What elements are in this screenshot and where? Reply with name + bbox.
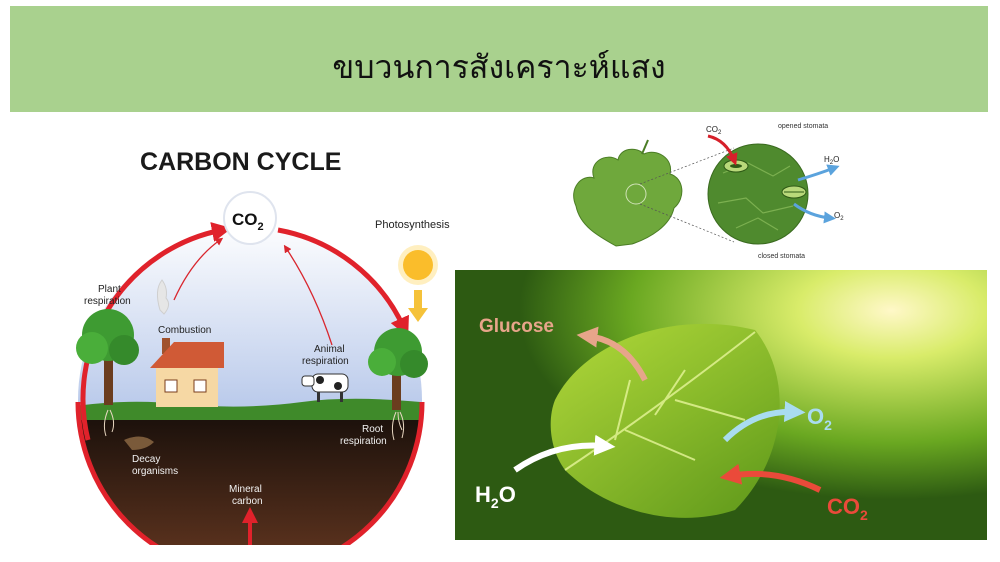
carbon-cycle-diagram: CARBON CYCLE CO2 Photosynthesis [62, 140, 458, 562]
svg-text:Animal respiration: Animal respiration [302, 344, 349, 367]
plant-respiration-label-2: respiration [84, 296, 131, 307]
h2o-label: H [475, 482, 491, 507]
cow-icon [301, 373, 349, 402]
o2-arrow [722, 400, 806, 443]
svg-text:CO2: CO2 [706, 125, 722, 136]
animal-respiration-arrow [283, 244, 333, 346]
co2-arrow [719, 463, 822, 493]
svg-text:Plant respiration: Plant respiration [84, 284, 131, 307]
closed-stomata-label: closed stomata [758, 253, 805, 260]
slide-title: ขบวนการสังเคราะห์แสง [332, 48, 666, 86]
co2-bubble [223, 191, 277, 245]
stomata-o2-arrow [793, 202, 836, 224]
combustion-arrow [173, 237, 224, 301]
stomata-h2o-tail: O [833, 155, 839, 164]
carbon-cycle-heading: CARBON CYCLE [140, 148, 341, 176]
mineral-label-1: Mineral [229, 484, 262, 495]
leaf-stem [641, 139, 649, 155]
plant-respiration-label-1: Plant [98, 284, 121, 295]
stomata-co2-sub: 2 [718, 130, 722, 136]
decay-label-2: organisms [132, 466, 178, 477]
glucose-arrow [576, 326, 648, 382]
co2-photo-subscript: 2 [860, 507, 868, 523]
stomata-o2-sub: 2 [840, 216, 844, 222]
o2-subscript: 2 [824, 417, 832, 433]
opened-stomata-label: opened stomata [778, 123, 828, 130]
stomata-h2o-sub: 2 [830, 160, 834, 166]
svg-text:Root respiration: Root respiration [340, 424, 387, 447]
mineral-label-2: carbon [232, 496, 263, 507]
svg-text:O2: O2 [807, 404, 832, 433]
decay-label-1: Decay [132, 454, 160, 465]
sunlight-arrow [408, 290, 428, 322]
sun-icon [403, 250, 433, 280]
root-icon [391, 411, 405, 441]
stomata-h2o-label: H [824, 155, 830, 164]
animal-respiration-label-1: Animal [314, 344, 345, 355]
svg-text:H2O: H2O [824, 155, 839, 166]
co2-label: CO [232, 210, 258, 229]
h2o-arrow [513, 434, 616, 473]
photosynthesis-label: Photosynthesis [375, 219, 450, 231]
stomata-h2o-arrow [797, 164, 840, 182]
left-tree-trunk [104, 350, 113, 405]
house-roof [150, 342, 224, 368]
co2-photo-label: CO [827, 494, 860, 519]
leaf-vein [564, 331, 756, 471]
svg-text:CO2: CO2 [827, 494, 868, 523]
glucose-label: Glucose [479, 316, 554, 337]
right-tree-trunk [392, 365, 401, 410]
co2-subscript: 2 [258, 221, 264, 233]
svg-text:H2O: H2O [475, 482, 516, 511]
cycle-arrow-bottom [75, 401, 425, 562]
soil-area [78, 415, 422, 562]
svg-text:Mineral carbon: Mineral carbon [229, 484, 265, 507]
fig-leaf-icon [573, 148, 683, 247]
o2-label: O [807, 404, 824, 429]
svg-text:CO2: CO2 [232, 210, 264, 233]
carbon-cycle-svg: CARBON CYCLE CO2 Photosynthesis [75, 148, 450, 562]
photosynthesis-photo-svg: Glucose H2O O2 CO2 [455, 270, 987, 540]
combustion-label: Combustion [158, 325, 211, 336]
animal-respiration-label-2: respiration [302, 356, 349, 367]
cycle-arrow-right [277, 227, 409, 338]
stomata-co2-arrow [707, 134, 738, 166]
stomata-diagram: CO2 opened stomata closed stomata H2O O2 [558, 118, 858, 268]
cycle-arrow-left [80, 222, 232, 441]
house-chimney [162, 338, 170, 354]
smoke-icon [156, 279, 170, 315]
h2o-subscript: 2 [491, 495, 499, 511]
h2o-tail: O [499, 482, 516, 507]
decay-organism-icon [124, 436, 154, 450]
stomata-co2-label: CO [706, 125, 718, 134]
photosynthesis-photo: Glucose H2O O2 CO2 [455, 270, 987, 540]
stomata-svg: CO2 opened stomata closed stomata H2O O2 [573, 123, 844, 260]
root-respiration-label-1: Root [362, 424, 383, 435]
root-respiration-label-2: respiration [340, 436, 387, 447]
svg-text:O2: O2 [834, 211, 844, 222]
stomata-o2-label: O [834, 211, 840, 220]
title-bar: ขบวนการสังเคราะห์แสง [10, 6, 988, 112]
svg-text:Decay organisms: Decay organisms [132, 454, 178, 477]
